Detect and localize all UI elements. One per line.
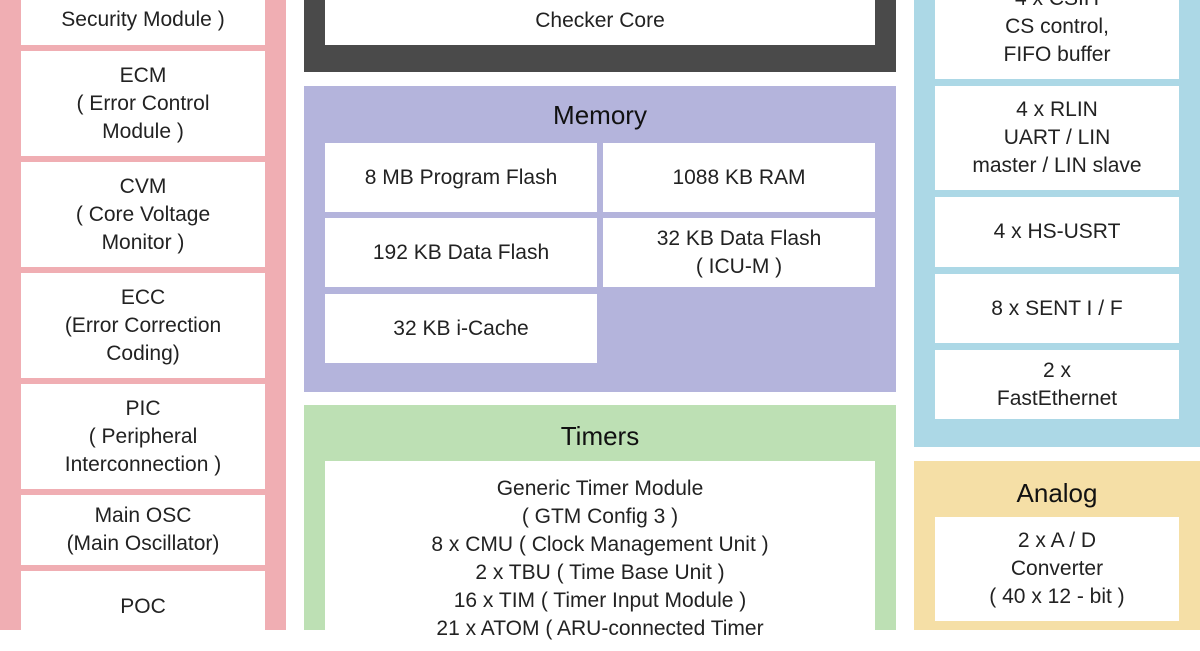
gtm-line-3: 8 x CMU ( Clock Management Unit ) (431, 533, 769, 556)
hsm-label-line-1: Security Module ) (61, 8, 225, 31)
timers-panel: Timers Generic Timer Module ( GTM Config… (304, 405, 896, 651)
safety-panel: Security Module ) ECM ( Error Control Mo… (0, 0, 286, 646)
adc-line-2: Converter (1010, 557, 1104, 580)
rlin-line-2: UART / LIN (1003, 126, 1111, 149)
data-flash-icu-line-2: ( ICU-M ) (695, 254, 783, 278)
checker-core-block: Checker Core (325, 0, 875, 45)
rlin-line-1: 4 x RLIN (1016, 98, 1098, 121)
sent-block: 8 x SENT I / F (935, 274, 1179, 343)
data-flash-label: 192 KB Data Flash (372, 240, 550, 264)
ethernet-line-1: 2 x (1042, 358, 1071, 382)
cvm-block: CVM ( Core Voltage Monitor ) (21, 162, 265, 267)
pic-label-line-2: ( Peripheral (88, 424, 198, 448)
data-flash-icu-block: 32 KB Data Flash ( ICU-M ) (603, 218, 875, 287)
icache-block: 32 KB i-Cache (325, 294, 597, 363)
ethernet-line-2: FastEthernet (996, 386, 1118, 410)
pic-label-line-3: Interconnection ) (64, 452, 222, 476)
pic-label-line-1: PIC (125, 396, 161, 420)
csih-line-1: 4 x CSIH (1015, 0, 1099, 13)
adc-block: 2 x A / D Converter ( 40 x 12 - bit ) (935, 517, 1179, 621)
csih-line-3: FIFO buffer (1003, 42, 1111, 66)
program-flash-label: 8 MB Program Flash (364, 165, 558, 189)
ram-block: 1088 KB RAM (603, 143, 875, 212)
ecc-block: ECC (Error Correction Coding) (21, 273, 265, 378)
csih-block: 4 x CSIH CS control, FIFO buffer (935, 0, 1179, 79)
cvm-label-line-1: CVM (119, 174, 167, 198)
sent-label: 8 x SENT I / F (991, 296, 1123, 320)
analog-title: Analog (1016, 478, 1098, 508)
csih-line-2: CS control, (1005, 14, 1109, 38)
data-flash-block: 192 KB Data Flash (325, 218, 597, 287)
ecm-label-line-1: ECM (119, 63, 167, 87)
ethernet-block: 2 x FastEthernet (935, 350, 1179, 419)
gtm-line-2: ( GTM Config 3 ) (521, 505, 679, 528)
ram-label: 1088 KB RAM (672, 165, 806, 189)
ecc-label-line-1: ECC (120, 285, 166, 309)
osc-label-line-1: Main OSC (94, 504, 192, 527)
rlin-block: 4 x RLIN UART / LIN master / LIN slave (935, 86, 1179, 190)
ecc-label-line-2: (Error Correction (64, 313, 222, 337)
program-flash-block: 8 MB Program Flash (325, 143, 597, 212)
osc-label-line-2: (Main Oscillator) (66, 532, 220, 555)
ecc-label-line-3: Coding) (106, 341, 180, 365)
poc-label-line-1: POC (120, 595, 166, 618)
poc-block: POC (21, 571, 265, 646)
ecm-label-line-3: Module ) (102, 119, 184, 143)
cvm-label-line-3: Monitor ) (101, 230, 185, 254)
analog-panel: Analog 2 x A / D Converter ( 40 x 12 - b… (914, 461, 1200, 630)
memory-title: Memory (553, 100, 647, 130)
ecm-block: ECM ( Error Control Module ) (21, 51, 265, 156)
communication-panel: 4 x CSIH CS control, FIFO buffer 4 x RLI… (914, 0, 1200, 447)
gtm-line-4: 2 x TBU ( Time Base Unit ) (475, 561, 725, 584)
data-flash-icu-line-1: 32 KB Data Flash (656, 226, 822, 250)
gtm-line-5: 16 x TIM ( Timer Input Module ) (453, 589, 747, 612)
adc-line-3: ( 40 x 12 - bit ) (989, 585, 1125, 608)
ecm-label-line-2: ( Error Control (76, 91, 210, 115)
gtm-block: Generic Timer Module ( GTM Config 3 ) 8 … (325, 461, 875, 651)
checker-core-label: Checker Core (535, 9, 665, 32)
hsm-block: Security Module ) (21, 0, 265, 45)
cvm-label-line-2: ( Core Voltage (75, 202, 211, 226)
core-panel: Checker Core (304, 0, 896, 72)
adc-line-1: 2 x A / D (1017, 529, 1097, 552)
pic-block: PIC ( Peripheral Interconnection ) (21, 384, 265, 489)
memory-panel: Memory 8 MB Program Flash 1088 KB RAM 19… (304, 86, 896, 392)
osc-block: Main OSC (Main Oscillator) (21, 495, 265, 565)
hsusrt-label: 4 x HS-USRT (993, 220, 1121, 243)
timers-title: Timers (560, 421, 640, 451)
gtm-line-6: 21 x ATOM ( ARU-connected Timer (436, 617, 764, 640)
hsusrt-block: 4 x HS-USRT (935, 197, 1179, 267)
icache-label: 32 KB i-Cache (393, 316, 529, 340)
rlin-line-3: master / LIN slave (972, 154, 1142, 177)
gtm-line-1: Generic Timer Module (496, 477, 704, 500)
